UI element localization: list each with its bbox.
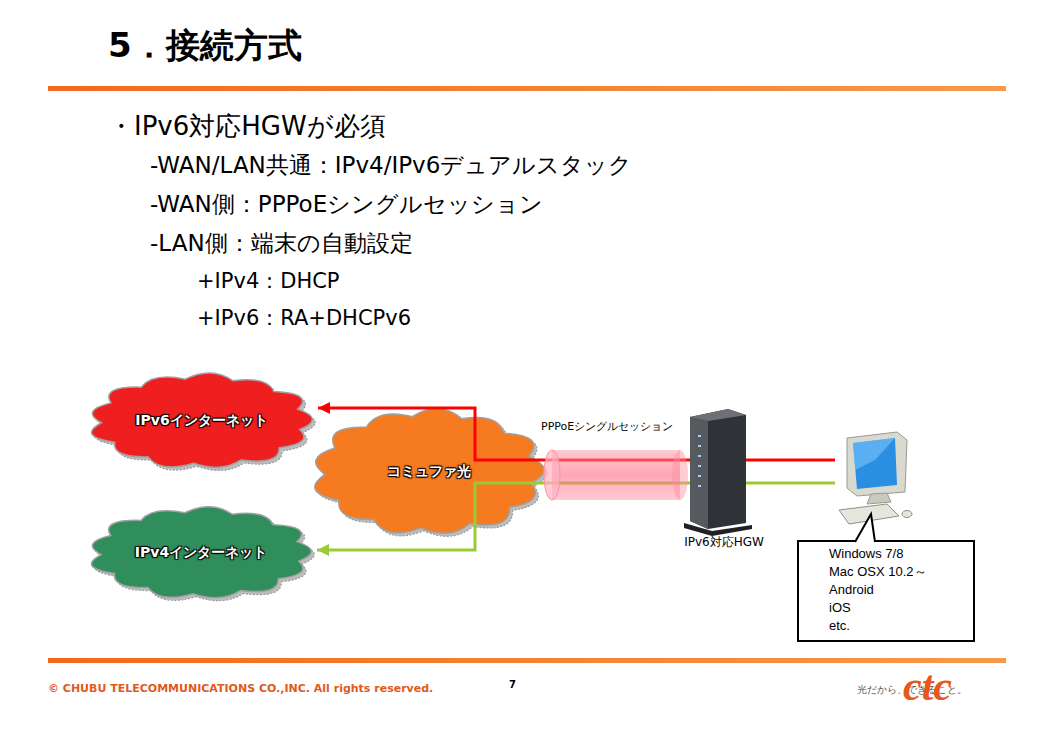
bullet-text: -WAN/LAN共通：IPv4/IPv6デュアルスタック — [150, 152, 632, 178]
router-led — [698, 485, 701, 487]
bullet-text: ・IPv6対応HGWが必須 — [108, 112, 386, 142]
os-callout: Windows 7/8Mac OSX 10.2～AndroidiOSetc. — [797, 540, 975, 642]
monitor-screen — [853, 438, 897, 489]
screen-glare — [853, 438, 895, 470]
page-number: 7 — [509, 679, 516, 691]
router-led — [698, 445, 701, 447]
router-led — [698, 455, 701, 457]
terminal-pc: Windows 7/8Mac OSX 10.2～AndroidiOSetc. — [835, 430, 975, 645]
cloud-body — [91, 507, 311, 598]
device-label: IPv6対応HGW — [684, 534, 764, 551]
bullet-text: -WAN側：PPPoEシングルセッション — [150, 191, 543, 217]
bullet-text: +IPv6：RA+DHCPv6 — [197, 306, 411, 330]
router-body — [690, 409, 746, 529]
session-label: PPPoEシングルセッション — [541, 421, 673, 434]
os-item: iOS — [829, 599, 973, 617]
callout-pointer — [799, 512, 899, 546]
tube-end — [672, 450, 688, 500]
cloud-label: IPv4インターネット — [135, 544, 267, 562]
internet-cloud: IPv6インターネット — [85, 368, 318, 474]
cloud-body — [92, 373, 313, 467]
tube-body — [552, 450, 680, 500]
bullet-text: +IPv4：DHCP — [197, 269, 340, 293]
monitor-stand — [867, 493, 891, 504]
router-led — [698, 435, 701, 437]
os-item: Windows 7/8 — [829, 545, 973, 563]
cloud-label: コミュファ光 — [387, 463, 471, 481]
copyright-note: © CHUBU TELECOMMUNICATIONS CO.,INC. All … — [48, 683, 433, 696]
title-rule — [48, 86, 1006, 91]
router-illustration — [668, 405, 780, 553]
footer-rule — [48, 658, 1006, 663]
pointer-outline — [855, 514, 875, 542]
company-logo: ctc — [903, 662, 952, 710]
slide-title: 5．接続方式 — [108, 26, 302, 65]
os-item: Android — [829, 581, 973, 599]
bullet-text: -LAN側：端末の自動設定 — [150, 230, 413, 256]
cloud-body — [315, 409, 544, 534]
monitor-frame — [847, 432, 907, 496]
pointer-fill — [855, 514, 875, 543]
router-top — [690, 409, 746, 421]
router-device: IPv6対応HGW — [668, 405, 780, 553]
cloud-label: IPv6インターネット — [135, 412, 267, 430]
router-led — [698, 465, 701, 467]
router-stand — [684, 523, 752, 536]
connection-line — [318, 408, 835, 460]
connection-line — [317, 483, 835, 550]
router-led — [698, 475, 701, 477]
mouse — [902, 511, 912, 518]
os-item: etc. — [829, 617, 973, 635]
os-item: Mac OSX 10.2～ — [829, 563, 973, 581]
network-cloud: コミュファ光 — [308, 402, 550, 542]
internet-cloud: IPv4インターネット — [85, 502, 317, 604]
router-side — [690, 417, 708, 529]
